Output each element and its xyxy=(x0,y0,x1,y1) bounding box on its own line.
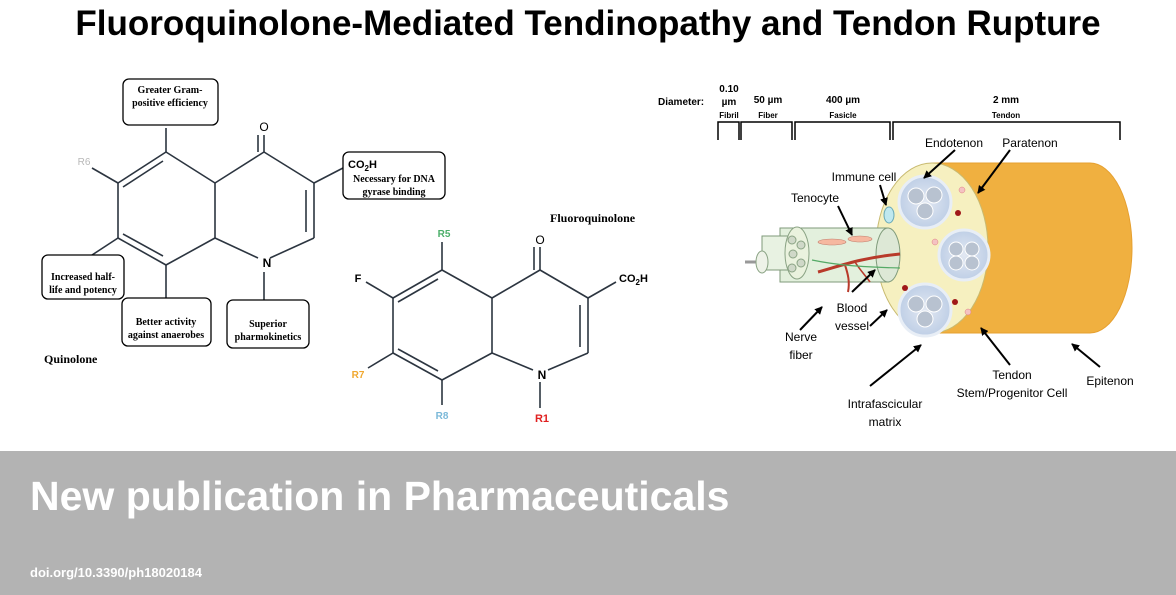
r5-note-line2: positive efficiency xyxy=(132,98,208,109)
banner-headline: New publication in Pharmaceuticals xyxy=(30,473,730,519)
r7-note-line2: life and potency xyxy=(49,285,117,296)
fascicle-cross-sections xyxy=(897,174,991,338)
fluoroquinolone-f-atom: F xyxy=(355,273,362,285)
fluoroquinolone-name: Fluoroquinolone xyxy=(550,211,636,225)
label-tenocyte: Tenocyte xyxy=(791,191,839,205)
scale-tendon-size: 2 mm xyxy=(993,95,1019,106)
r8-note-line1: Better activity xyxy=(136,317,197,328)
tendon-illustration xyxy=(745,162,1133,338)
label-nerve-fiber-1: Nerve xyxy=(785,330,817,344)
fluoroquinolone-r1: R1 xyxy=(535,413,549,425)
fluoroquinolone-r7: R7 xyxy=(352,370,365,381)
scale-fiber-name: Fiber xyxy=(758,111,778,120)
r1-note-box xyxy=(226,299,310,349)
quinolone-r6: R6 xyxy=(78,157,91,168)
label-intrafascicular-matrix-2: matrix xyxy=(869,415,902,429)
label-paratenon: Paratenon xyxy=(1002,136,1057,150)
label-blood-vessel-2: vessel xyxy=(835,319,869,333)
label-progenitor-cell-1: Tendon xyxy=(992,368,1031,382)
fluoroquinolone-o-atom: O xyxy=(535,233,544,247)
scale-fascicle-size: 400 µm xyxy=(826,95,860,106)
fluoroquinolone-cooh: CO2H xyxy=(619,273,648,287)
label-epitenon: Epitenon xyxy=(1086,374,1133,388)
cooh-note-line2: gyrase binding xyxy=(362,187,425,198)
label-intrafascicular-matrix-1: Intrafascicular xyxy=(848,397,923,411)
scale-bar xyxy=(717,121,1121,140)
scale-fibril-size-1: 0.10 xyxy=(719,84,739,95)
doi-link[interactable]: doi.org/10.3390/ph18020184 xyxy=(30,565,202,580)
scale-fibril-size-2: µm xyxy=(722,97,737,108)
label-nerve-fiber-2: fiber xyxy=(789,348,812,362)
label-progenitor-cell-2: Stem/Progenitor Cell xyxy=(957,386,1068,400)
fluoroquinolone-r8: R8 xyxy=(436,411,449,422)
quinolone-structure xyxy=(91,128,344,300)
scale-fascicle-name: Fasicle xyxy=(829,111,857,120)
r5-note-line1: Greater Gram- xyxy=(138,85,203,96)
quinolone-cooh: CO2H xyxy=(348,159,377,173)
tendon-label-arrows xyxy=(799,149,1101,387)
scale-fiber-size: 50 µm xyxy=(754,95,783,106)
figure-panel: O N R6 R5 R7 R8 R1 Greater Gram- positiv… xyxy=(41,78,1134,429)
quinolone-o-atom: O xyxy=(259,120,268,134)
r8-note-box xyxy=(121,297,212,347)
quinolone-name: Quinolone xyxy=(44,352,98,366)
cooh-note-line1: Necessary for DNA xyxy=(353,174,436,185)
r8-note-line2: against anaerobes xyxy=(128,330,204,341)
scale-diameter-label: Diameter: xyxy=(658,97,704,108)
fluoroquinolone-r5: R5 xyxy=(438,229,451,240)
r5-note-box xyxy=(122,78,219,126)
scale-tendon-name: Tendon xyxy=(992,111,1020,120)
fluoroquinolone-structure xyxy=(365,242,617,408)
r7-note-line1: Increased half- xyxy=(51,272,115,283)
publication-banner: New publication in Pharmaceuticals doi.o… xyxy=(0,451,1176,595)
r1-note-line1: Superior xyxy=(249,319,287,330)
quinolone-n-atom: N xyxy=(263,256,272,270)
fluoroquinolone-n-atom: N xyxy=(538,368,547,382)
cooh-note-box xyxy=(342,151,446,200)
label-endotenon: Endotenon xyxy=(925,136,983,150)
label-immune-cell: Immune cell xyxy=(832,170,897,184)
page-title: Fluoroquinolone-Mediated Tendinopathy an… xyxy=(75,4,1101,43)
scale-fibril-name: Fibril xyxy=(719,111,739,120)
r1-note-line2: pharmokinetics xyxy=(235,332,302,343)
label-blood-vessel-1: Blood xyxy=(837,301,868,315)
r7-note-box xyxy=(41,254,125,300)
